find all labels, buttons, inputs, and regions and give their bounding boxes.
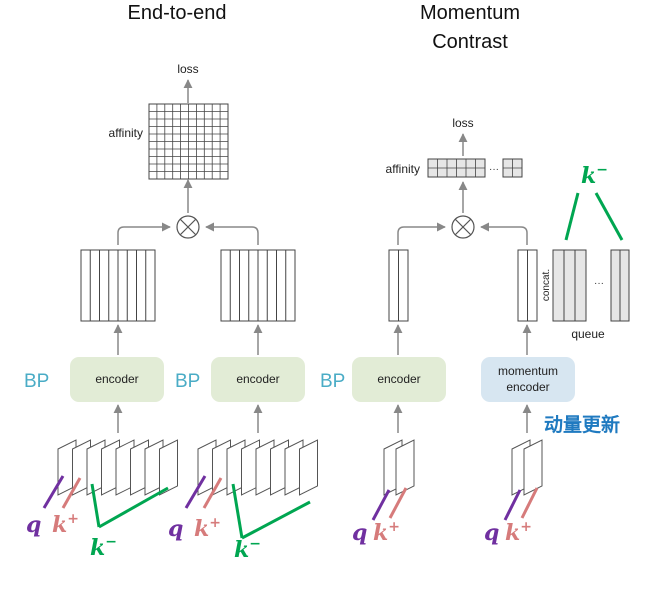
right-affinity-label: affinity <box>386 162 420 176</box>
left-q-label-2: q <box>168 516 183 542</box>
right-title-line1: Momentum <box>420 2 520 24</box>
right-kplus-line-1 <box>388 487 408 519</box>
right-momentum-encoder-box <box>481 357 575 402</box>
image-card <box>159 439 178 496</box>
left-affinity-matrix <box>148 103 229 180</box>
right-kplus-label-1: k+ <box>373 519 400 546</box>
left-multiply-icon <box>176 215 200 239</box>
left-encoder-2-box <box>211 357 305 402</box>
left-encoder-2-label: encoder <box>236 372 279 386</box>
right-q-line-1 <box>371 489 391 521</box>
left-affinity-label: affinity <box>109 126 143 140</box>
right-affinity-row <box>427 158 523 178</box>
right-queue-label: queue <box>571 327 605 341</box>
right-kplus-line-2 <box>520 487 539 519</box>
right-panel: Momentum Contrast loss affinity ··· conc… <box>320 2 630 546</box>
left-kminus-label-1: k− <box>90 534 117 561</box>
left-feature-stack-1 <box>80 249 156 322</box>
left-kminus-line-2b <box>241 500 311 540</box>
left-title: End-to-end <box>128 2 227 24</box>
right-momentum-encoder-line2: encoder <box>506 380 549 394</box>
left-image-stack-2 <box>197 439 318 496</box>
right-image-stack-k <box>511 439 543 496</box>
right-q-label-2: q <box>484 520 499 546</box>
left-image-stack-1 <box>57 439 178 496</box>
right-kminus-top-label: k− <box>581 162 608 189</box>
image-card <box>299 439 318 496</box>
left-encoder-1-box <box>70 357 164 402</box>
left-kplus-line-1 <box>61 477 82 509</box>
right-q-feature <box>388 249 409 322</box>
right-kminus-line-a <box>564 192 580 241</box>
left-feature-stack-2 <box>220 249 296 322</box>
left-feature2-to-otimes <box>205 222 259 245</box>
left-kminus-line-2a <box>231 483 244 539</box>
right-encoder-box <box>352 357 446 402</box>
left-bp-label-1: BP <box>24 371 49 392</box>
left-encoder-1-label: encoder <box>95 372 138 386</box>
image-card <box>395 439 415 496</box>
left-feature1-to-otimes <box>117 222 171 245</box>
right-kminus-line-b <box>594 192 624 241</box>
right-multiply-icon <box>451 215 475 239</box>
left-kplus-line-2 <box>202 477 223 509</box>
right-encoder-label: encoder <box>377 372 420 386</box>
right-loss-label: loss <box>452 116 473 130</box>
left-q-label-1: q <box>26 512 41 538</box>
right-kplus-label-2: k+ <box>505 519 532 546</box>
image-card <box>523 439 543 496</box>
left-bp-label-2: BP <box>175 371 200 392</box>
left-q-line-2 <box>184 475 207 509</box>
right-queue-ellipsis: ··· <box>594 278 604 289</box>
left-q-line-1 <box>42 475 65 509</box>
right-concat-label: concat. <box>541 269 552 301</box>
right-momentum-update-label: 动量更新 <box>544 413 620 436</box>
left-kminus-label-2: k− <box>234 536 261 563</box>
left-loss-label: loss <box>177 62 198 76</box>
feature-block <box>552 249 587 322</box>
right-k-feature <box>517 249 538 322</box>
right-bp-label: BP <box>320 371 345 392</box>
right-q-to-otimes <box>397 222 446 245</box>
left-kminus-line-1b <box>98 486 169 529</box>
left-kplus-label-2: k+ <box>194 515 221 542</box>
right-momentum-encoder-line1: momentum <box>498 364 558 378</box>
left-kminus-line-1a <box>90 483 101 528</box>
left-kplus-label-1: k+ <box>52 511 79 538</box>
right-image-stack-q <box>383 439 415 496</box>
right-q-label-1: q <box>352 520 367 546</box>
right-k-to-otimes <box>480 222 528 245</box>
right-q-line-2 <box>503 489 522 521</box>
right-queue <box>552 249 630 322</box>
right-title-line2: Contrast <box>432 31 508 53</box>
left-panel: End-to-end loss affinity BP BP encoder <box>24 2 318 563</box>
right-affinity-ellipsis: ··· <box>489 164 499 175</box>
